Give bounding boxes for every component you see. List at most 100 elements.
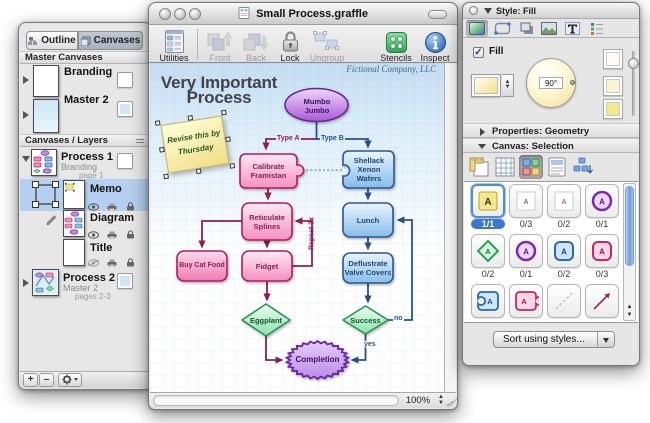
style-chip-8[interactable]: A <box>585 234 619 268</box>
close-button[interactable] <box>159 8 171 20</box>
sort-tab[interactable] <box>571 155 595 179</box>
style-chip-9[interactable]: A <box>471 284 505 318</box>
master2-disclosure[interactable] <box>23 111 29 119</box>
resize-grip[interactable] <box>442 395 458 408</box>
node-eggplant-label[interactable]: Eggplant <box>249 315 283 325</box>
visibility-eye-icon[interactable] <box>88 203 99 211</box>
edge-label-yes[interactable]: yes <box>363 341 377 348</box>
remove-canvas-button[interactable]: – <box>39 373 54 387</box>
tab-canvases[interactable]: Canvases <box>78 31 143 50</box>
dial-knob[interactable] <box>570 80 575 85</box>
master2-thumbnail[interactable] <box>33 99 59 133</box>
canvas-selection-header[interactable]: Canvas: Selection <box>463 138 639 153</box>
memo-thumbnail[interactable] <box>63 180 85 209</box>
style-chip-4[interactable]: A <box>585 184 619 218</box>
layer-memo-label[interactable]: Memo <box>90 183 122 195</box>
style-grid-scrollbar[interactable]: ▲ ▼ <box>623 183 636 321</box>
gradient-swatch-1[interactable] <box>603 49 623 69</box>
print-icon[interactable] <box>107 259 117 267</box>
edge-label-type-b[interactable]: Type B <box>320 135 345 142</box>
node-calibrate-label[interactable]: Calibrate Framistan <box>250 162 287 180</box>
process2-disclosure[interactable] <box>23 279 29 287</box>
master-branding-label[interactable]: Branding <box>64 66 113 78</box>
tab-text[interactable] <box>561 20 583 37</box>
node-reticulate-label[interactable]: Reticulate Splines <box>249 212 285 231</box>
lock-icon[interactable] <box>126 202 135 211</box>
fill-color-stepper[interactable]: ▲▼ <box>502 74 514 97</box>
toolbar-front[interactable]: Front <box>202 29 238 63</box>
print-icon[interactable] <box>107 231 117 239</box>
toolbar-toggle-pill[interactable] <box>428 10 447 19</box>
toolbar-lock[interactable]: Lock <box>275 29 305 63</box>
fill-color-well[interactable] <box>471 74 501 97</box>
node-fidget-label[interactable]: Fidget <box>255 261 279 271</box>
canvas-process1-label[interactable]: Process 1 <box>61 151 113 163</box>
node-lunch-label[interactable]: Lunch <box>356 215 380 225</box>
style-chip-6[interactable]: A <box>509 234 543 268</box>
tab-fill[interactable] <box>466 20 488 37</box>
tab-list[interactable] <box>586 20 608 37</box>
layer-diagram-label[interactable]: Diagram <box>90 212 135 224</box>
process2-shared-checkbox[interactable] <box>117 273 133 289</box>
company-watermark[interactable]: Fictional Company, LLC <box>346 64 436 74</box>
sort-using-styles-button[interactable]: Sort using styles... <box>493 331 615 348</box>
visibility-eye-icon[interactable] <box>88 231 99 239</box>
resize-handle-icon[interactable] <box>136 139 144 143</box>
sort-dropdown-arrow[interactable] <box>597 332 614 347</box>
scroll-down-arrow[interactable]: ▼ <box>626 312 633 318</box>
grid-tab[interactable] <box>493 155 517 179</box>
process1-thumbnail[interactable] <box>31 149 57 176</box>
style-chip-1[interactable]: A <box>471 184 505 218</box>
toolbar-stencils[interactable]: Stencils <box>377 29 415 63</box>
lock-icon[interactable] <box>126 230 135 239</box>
action-gear-button[interactable] <box>58 373 82 387</box>
add-canvas-button[interactable]: + <box>23 373 38 387</box>
title-bar[interactable]: Small Process.graffle <box>149 3 457 25</box>
style-chip-3[interactable]: A <box>547 184 581 218</box>
gradient-slider-track[interactable] <box>632 51 635 116</box>
node-completion-label[interactable]: Completion <box>295 355 340 365</box>
gradient-slider-thumb[interactable] <box>628 58 639 69</box>
layer-title-label[interactable]: Title <box>90 242 113 254</box>
branding-shared-checkbox[interactable] <box>117 72 133 88</box>
master-master2-label[interactable]: Master 2 <box>64 94 109 106</box>
selection-tab[interactable] <box>519 155 543 179</box>
tab-outline[interactable]: Outline <box>26 31 78 50</box>
tab-shadow[interactable] <box>516 20 538 37</box>
style-chip-5[interactable]: A <box>471 234 505 268</box>
node-mumbo-label[interactable]: Mumbo Jumbo <box>303 96 331 115</box>
canvas-process2-label[interactable]: Process 2 <box>63 272 115 284</box>
node-success-label[interactable]: Success <box>350 315 381 325</box>
gradient-angle-value[interactable]: 90° <box>539 77 563 89</box>
data-tab[interactable] <box>545 155 569 179</box>
style-chip-12[interactable] <box>585 284 619 318</box>
lock-icon[interactable] <box>126 258 135 267</box>
inspector-title-bar[interactable]: Style: Fill <box>463 3 639 19</box>
style-chip-10[interactable]: A <box>509 284 543 318</box>
zoom-level[interactable]: 100% <box>405 395 431 406</box>
master2-shared-checkbox[interactable] <box>117 101 133 117</box>
canvas-size-tab[interactable] <box>467 155 491 179</box>
scrollbar-thumb[interactable] <box>625 186 634 266</box>
toolbar-ungroup[interactable]: Ungroup <box>305 29 349 63</box>
horizontal-scrollbar[interactable] <box>153 395 399 406</box>
style-chip-7[interactable]: A <box>547 234 581 268</box>
edge-label-no[interactable]: no <box>393 315 404 322</box>
style-chip-2[interactable]: A <box>509 184 543 218</box>
toolbar-back[interactable]: Back <box>239 29 273 63</box>
visibility-eye-off-icon[interactable] <box>88 259 99 267</box>
edge-label-repeat[interactable]: Repeat 3x <box>308 216 316 251</box>
gradient-swatch-2[interactable] <box>603 76 623 96</box>
toolbar-inspect[interactable]: Inspect <box>417 29 453 63</box>
tab-lines[interactable] <box>491 20 513 37</box>
process1-shared-checkbox[interactable] <box>117 153 133 169</box>
gradient-swatch-3[interactable] <box>603 99 623 119</box>
node-deflustrate-label[interactable]: Deflustrate Valve Covers <box>344 259 392 277</box>
edge-label-type-a[interactable]: Type A <box>276 135 301 142</box>
zoom-stepper[interactable]: ▲▼ <box>438 394 444 406</box>
inspector-disclosure[interactable] <box>484 8 492 14</box>
branding-disclosure[interactable] <box>23 76 29 84</box>
minimize-button[interactable] <box>174 8 186 20</box>
